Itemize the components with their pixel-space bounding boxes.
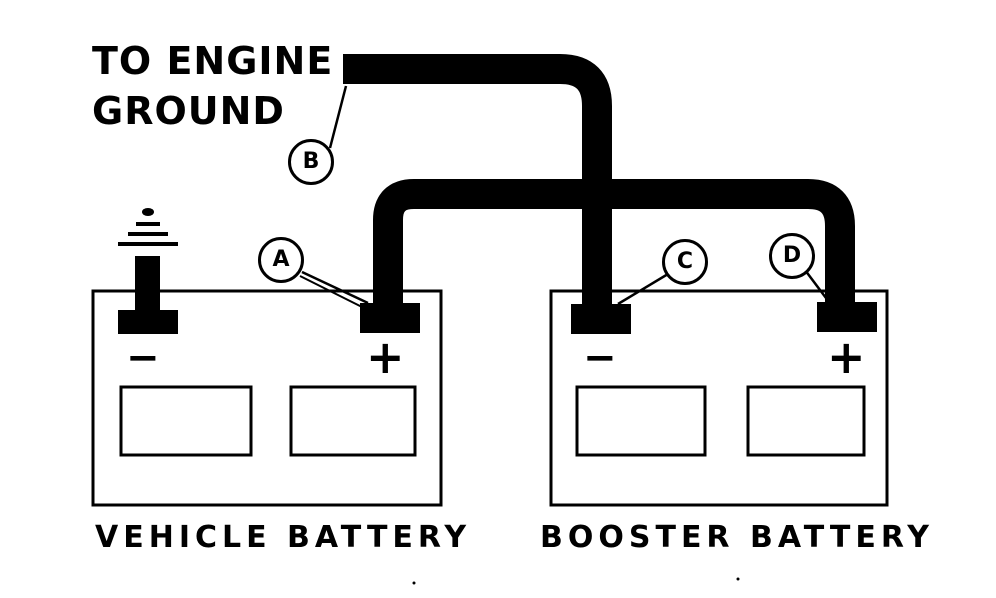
- callout-c: C: [662, 239, 708, 285]
- speck: [736, 577, 740, 581]
- speck: [412, 581, 416, 585]
- engine-ground-label: TO ENGINE GROUND: [92, 36, 333, 136]
- engine-ground-label-line1: TO ENGINE: [92, 39, 334, 83]
- engine-ground-label-line2: GROUND: [92, 89, 285, 133]
- vehicle-negative-sign: −: [126, 335, 160, 381]
- leader-line-b: [328, 85, 348, 149]
- vehicle-battery-cell-left: [119, 385, 253, 457]
- vehicle-battery-label: VEHICLE BATTERY: [95, 520, 472, 555]
- vehicle-positive-sign: +: [366, 330, 405, 384]
- leader-line-a2: [299, 275, 363, 308]
- callout-d: D: [769, 233, 815, 279]
- leader-line-a: [301, 270, 369, 305]
- callout-a: A: [258, 237, 304, 283]
- booster-positive-sign: +: [827, 330, 866, 384]
- booster-battery-cell-right: [746, 385, 866, 457]
- vehicle-battery-cell-right: [289, 385, 417, 457]
- callout-b: B: [288, 139, 334, 185]
- ground-cable-clamp: [343, 56, 357, 82]
- ground-symbol-icon: [118, 208, 178, 246]
- booster-negative-sign: −: [583, 335, 617, 381]
- leader-line-d: [804, 269, 830, 303]
- vehicle-negative-terminal: [118, 256, 178, 334]
- booster-battery-label: BOOSTER BATTERY: [540, 520, 935, 555]
- leader-line-c: [617, 272, 669, 306]
- ground-jumper-cable: [343, 54, 612, 312]
- booster-battery-cell-left: [575, 385, 707, 457]
